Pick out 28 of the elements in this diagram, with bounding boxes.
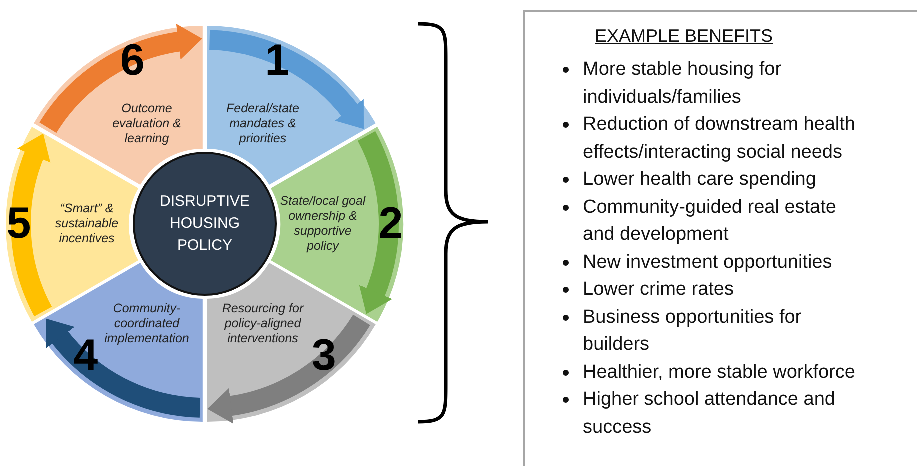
curved-arrow <box>358 132 399 315</box>
segment-label: Resourcing for policy-aligned interventions <box>221 302 305 347</box>
segment-label: Outcome evaluation & learning <box>112 101 182 146</box>
benefits-panel <box>523 10 917 466</box>
segment-label: Community-coordinated implementation <box>104 302 190 347</box>
segment-label: Federal/state mandates & priorities <box>226 101 300 146</box>
benefit-item: Higher school attendance and success <box>583 389 836 438</box>
benefit-item: Community-guided real estate and development <box>583 196 836 245</box>
benefit-item: Healthier, more stable workforce <box>583 362 856 382</box>
benefit-item: Lower health care spending <box>583 169 816 190</box>
curved-arrow <box>11 133 52 316</box>
panel-heading: EXAMPLE BENEFITS <box>595 26 774 47</box>
step-number: 1 <box>265 39 290 84</box>
benefit-item: More stable housing for individuals/families <box>583 59 782 108</box>
curved-arrow <box>208 314 370 424</box>
segment-label: State/local goal ownership & supportive policy <box>279 194 367 254</box>
step-number: 2 <box>378 202 404 246</box>
curved-arrow <box>45 320 202 418</box>
curved-arrow <box>40 24 202 134</box>
benefit-item: Business opportunities for builders <box>583 306 802 355</box>
segment-label: “Smart” & sustainable incentives <box>54 202 120 246</box>
step-number: 6 <box>120 39 145 84</box>
center-label: DISRUPTIVE HOUSING POLICY <box>158 192 251 256</box>
benefit-item: Reduction of downstream health effects/interacting social needs <box>583 114 856 162</box>
benefit-item: Lower crime rates <box>583 279 734 300</box>
curved-arrow <box>208 30 365 128</box>
benefit-item: New investment opportunities <box>583 252 832 272</box>
step-number: 3 <box>312 334 336 378</box>
